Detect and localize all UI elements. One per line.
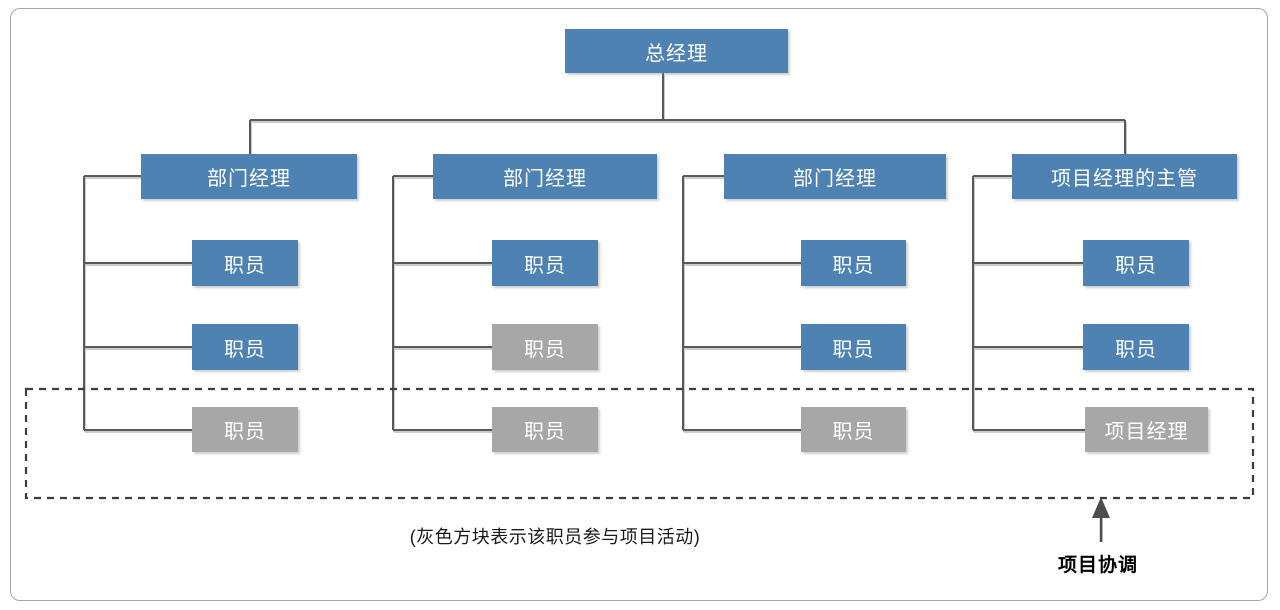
branch-3-manager-node: 部门经理 [724,154,946,199]
branch-1-connector-line [83,175,192,431]
branch-4-connector-line [972,175,1085,431]
legend-caption: (灰色方块表示该职员参与项目活动) [409,527,701,547]
coordination-label: 项目协调 [1057,555,1138,576]
branch-2-connector-line [392,175,492,431]
branch-2-manager-node: 部门经理 [433,154,657,199]
branch-4-staff-node: 职员 [1083,324,1189,370]
branch-2-staff-node-participant: 职员 [492,407,598,452]
branch-2-staff-node-participant: 职员 [492,324,598,370]
branch-3-connector-line [682,175,801,431]
branch-1-staff-node: 职员 [192,324,298,370]
project-boundary-dashed-box [24,387,1255,500]
branch-4-project-manager-node: 项目经理 [1085,407,1208,452]
branch-1-staff-node: 职员 [192,240,298,286]
root-node-general-manager: 总经理 [565,29,788,73]
branch-4-manager-node: 项目经理的主管 [1012,154,1237,199]
branch-4-staff-node: 职员 [1083,240,1189,286]
branch-3-staff-node-participant: 职员 [801,407,906,452]
root-connector-line [249,73,1126,154]
branch-2-staff-node: 职员 [492,240,598,286]
branch-1-staff-node-participant: 职员 [192,407,298,452]
coordination-arrow-icon [1092,497,1110,542]
branch-3-staff-node: 职员 [801,324,906,370]
branch-1-manager-node: 部门经理 [141,154,357,199]
branch-3-staff-node: 职员 [801,240,906,286]
